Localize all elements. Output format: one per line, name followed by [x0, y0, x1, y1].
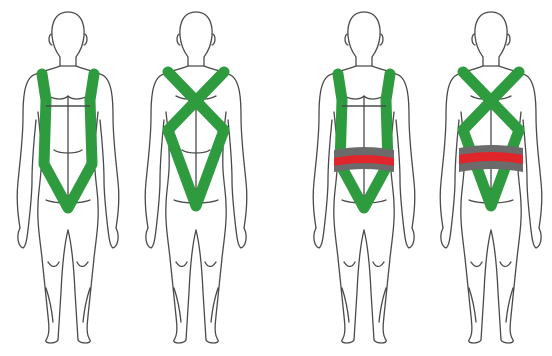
- figure-1: [17, 12, 119, 343]
- waist-belt: [334, 147, 394, 172]
- body-outline: [145, 12, 247, 343]
- waist-belt: [459, 145, 523, 172]
- figure-3: [313, 12, 415, 343]
- body-outline: [313, 12, 415, 343]
- body-outline: [440, 12, 542, 343]
- figure-4: [440, 12, 542, 343]
- body-outline: [17, 12, 119, 343]
- figure-2: [145, 12, 247, 343]
